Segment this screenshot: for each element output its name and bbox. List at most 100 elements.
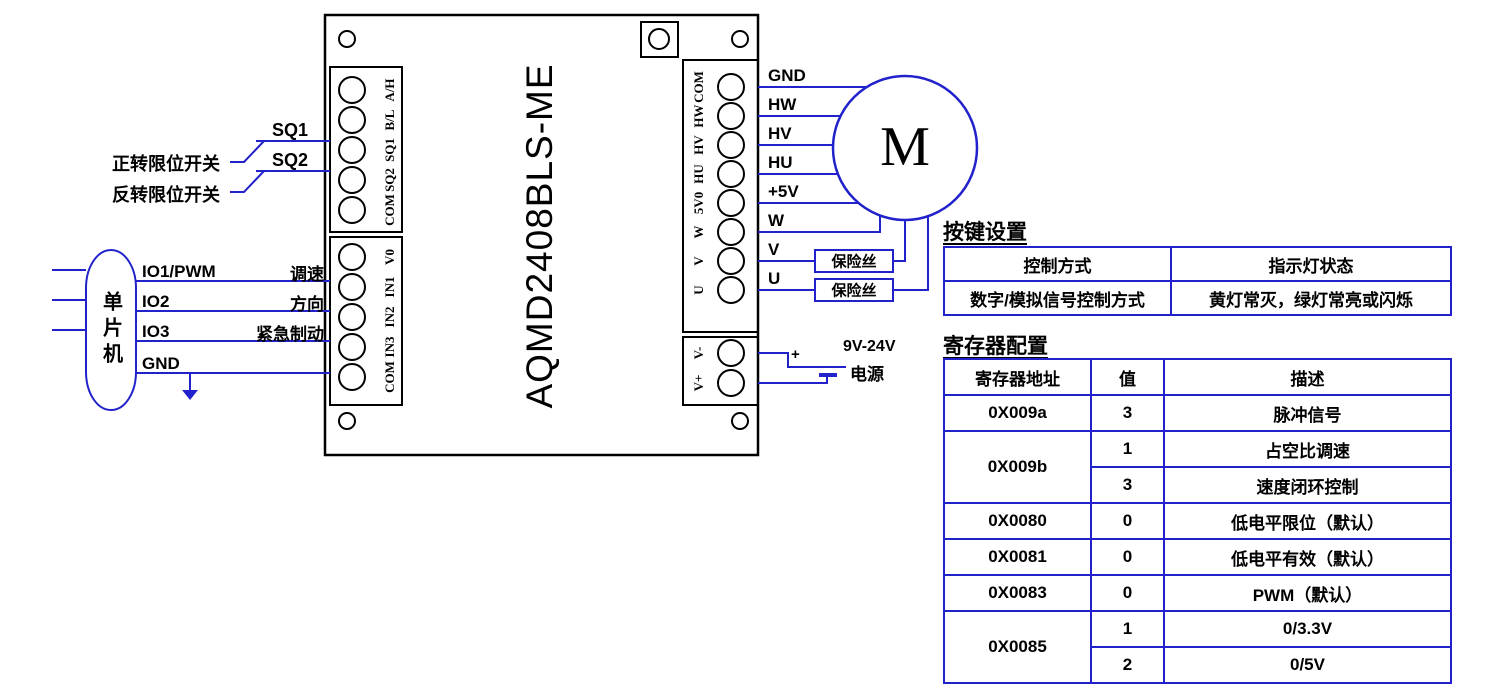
table-row: 0X0085 1 0/3.3V [943, 610, 1452, 684]
wire-w [758, 216, 881, 233]
cell-led-status: 黄灯常灭，绿灯常亮或闪烁 [1170, 280, 1452, 316]
cell-addr: 0X0083 [943, 574, 1092, 612]
terminal-hole [338, 273, 366, 301]
left-terminal-blocks [329, 66, 403, 406]
cell-addr: 0X0080 [943, 502, 1092, 540]
wire-label-hw: HW [768, 95, 797, 114]
register-config-table: 寄存器地址 值 描述 0X009a 3 脉冲信号 0X009b 1 占空比调速 … [943, 358, 1452, 684]
wire-v [758, 220, 906, 262]
fuse-label: 保险丝 [831, 253, 877, 271]
terminal-label: W [691, 225, 706, 239]
cell-desc: PWM（默认） [1163, 574, 1452, 612]
terminal-label: V+ [691, 374, 706, 392]
cell-desc: 0/3.3V [1163, 610, 1452, 648]
table-header-row: 控制方式 指示灯状态 [943, 246, 1452, 282]
col-header: 指示灯状态 [1170, 246, 1452, 282]
pin-label-gnd: GND [142, 354, 180, 373]
cell-addr: 0X0081 [943, 538, 1092, 576]
wire-v-minus [758, 352, 810, 368]
table-header-row: 寄存器地址 值 描述 [943, 358, 1452, 396]
terminal-label: A/H [382, 78, 397, 102]
battery-plus-sign: + [791, 346, 800, 363]
terminal-block-input-left [329, 236, 403, 406]
cell-desc: 0/5V [1163, 646, 1452, 684]
terminal-label: V0 [382, 249, 397, 265]
switch-sq2-contact [230, 170, 265, 193]
func-label-brake: 紧急制动 [256, 325, 324, 344]
table-row: 数字/模拟信号控制方式 黄灯常灭，绿灯常亮或闪烁 [943, 280, 1452, 316]
terminal-hole [338, 196, 366, 224]
fuse-boxes [814, 249, 894, 302]
right-terminal-blocks [682, 59, 759, 406]
table-row: 3 速度闭环控制 [944, 466, 1452, 504]
terminal-hole [338, 106, 366, 134]
terminal-hole [717, 102, 745, 130]
cell-desc: 低电平限位（默认） [1163, 502, 1452, 540]
fuse-box-u [814, 278, 894, 302]
func-label-direction: 方向 [290, 295, 324, 314]
sq1-label: SQ1 [272, 120, 309, 140]
terminal-hole [717, 339, 745, 367]
pin-label-io3: IO3 [142, 322, 170, 341]
terminal-label: U [691, 285, 706, 295]
terminal-hole [338, 76, 366, 104]
table-row: 2 0/5V [944, 646, 1452, 684]
wire-label-5v: +5V [768, 182, 799, 201]
mounting-hole [338, 412, 356, 430]
reverse-limit-switch-label: 反转限位开关 [112, 185, 220, 205]
terminal-block-motor-right [682, 59, 759, 333]
motor-label: M [880, 116, 930, 178]
board-name: AQMD2408BLS-ME [519, 63, 560, 409]
table-row: 0X009b 1 占空比调速 [943, 430, 1452, 504]
wire-label-hu: HU [768, 153, 793, 172]
cell-value: 1 [1090, 430, 1165, 468]
cell-control-mode: 数字/模拟信号控制方式 [943, 280, 1172, 316]
key-settings-table: 控制方式 指示灯状态 数字/模拟信号控制方式 黄灯常灭，绿灯常亮或闪烁 [943, 246, 1452, 316]
terminal-label: COM [691, 71, 706, 103]
terminal-block-signal-left [329, 66, 403, 233]
forward-limit-switch-label: 正转限位开关 [112, 154, 220, 174]
wire-v-plus [758, 375, 828, 384]
terminal-label: 5V0 [691, 191, 706, 215]
pin-label-io1: IO1/PWM [142, 262, 216, 281]
wire-label-gnd: GND [768, 66, 806, 85]
table-row: 0X009a 3 脉冲信号 [943, 394, 1452, 432]
power-wires [758, 352, 828, 384]
table-row: 0X0083 0 PWM（默认） [943, 574, 1452, 612]
col-header: 值 [1090, 358, 1165, 396]
terminal-label: HW [691, 104, 706, 128]
terminal-label: HV [691, 135, 706, 155]
terminal-hole [338, 243, 366, 271]
terminal-label: V [691, 256, 706, 266]
sq2-label: SQ2 [272, 150, 309, 170]
terminal-hole [338, 136, 366, 164]
terminal-hole [338, 166, 366, 194]
ground-icon [182, 390, 198, 400]
terminal-hole [717, 131, 745, 159]
terminal-hole [338, 303, 366, 331]
wire-label-w: W [768, 211, 785, 230]
board-features [338, 21, 749, 430]
terminal-hole [338, 363, 366, 391]
key-settings-title: 按键设置 [943, 221, 1027, 244]
mounting-hole [731, 412, 749, 430]
battery-icon [810, 366, 846, 377]
mounting-hole [338, 30, 356, 48]
fuse-box-v [814, 249, 894, 273]
cell-value: 0 [1090, 574, 1165, 612]
cell-addr: 0X009a [943, 394, 1092, 432]
terminal-label: COM [382, 194, 397, 226]
switch-sq1-contact [230, 140, 265, 163]
button [648, 28, 670, 50]
cell-desc: 低电平有效（默认） [1163, 538, 1452, 576]
cell-value: 3 [1090, 466, 1165, 504]
func-label-speed: 调速 [290, 265, 324, 284]
cell-addr: 0X009b [943, 430, 1092, 504]
wire-label-u: U [768, 269, 781, 288]
col-header: 描述 [1163, 358, 1452, 396]
col-header: 寄存器地址 [943, 358, 1092, 396]
fuse-label: 保险丝 [831, 282, 877, 300]
cell-desc: 脉冲信号 [1163, 394, 1452, 432]
